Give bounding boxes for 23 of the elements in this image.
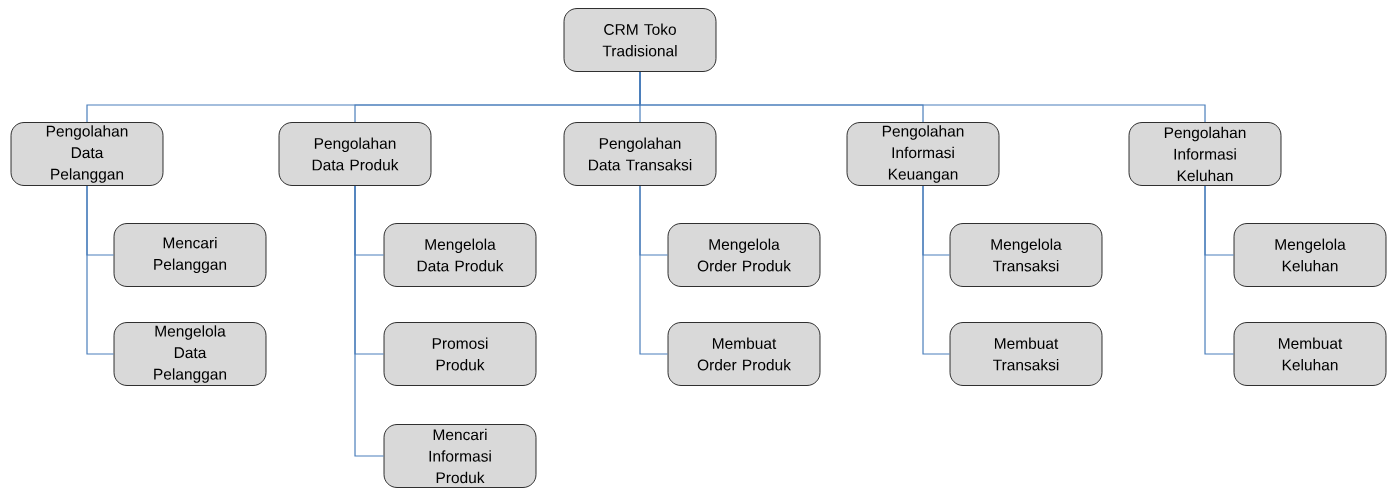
process-box: Pengolahan Informasi Keluhan [1128, 122, 1282, 186]
connector-line [639, 71, 1206, 123]
connector-line [86, 185, 115, 355]
process-box: Pengolahan Data Produk [278, 122, 432, 186]
process-box: Mengelola Data Produk [383, 223, 537, 287]
process-box: Mencari Pelanggan [113, 223, 267, 287]
process-box: Promosi Produk [383, 322, 537, 386]
process-box: Mengelola Order Produk [667, 223, 821, 287]
process-box: Pengolahan Informasi Keuangan [846, 122, 1000, 186]
process-box: Pengolahan Data Transaksi [563, 122, 717, 186]
process-box: Mengelola Data Pelanggan [113, 322, 267, 386]
process-box: Membuat Order Produk [667, 322, 821, 386]
process-box: Pengolahan Data Pelanggan [10, 122, 164, 186]
connector-line [922, 185, 951, 355]
process-box: Membuat Keluhan [1233, 322, 1387, 386]
connector-line [1204, 185, 1235, 355]
connector-line [639, 185, 669, 355]
connector-line [354, 185, 385, 457]
process-box: Mengelola Keluhan [1233, 223, 1387, 287]
process-box: CRM Toko Tradisional [563, 8, 717, 72]
process-box: Mencari Informasi Produk [383, 424, 537, 488]
process-box: Mengelola Transaksi [949, 223, 1103, 287]
process-box: Membuat Transaksi [949, 322, 1103, 386]
